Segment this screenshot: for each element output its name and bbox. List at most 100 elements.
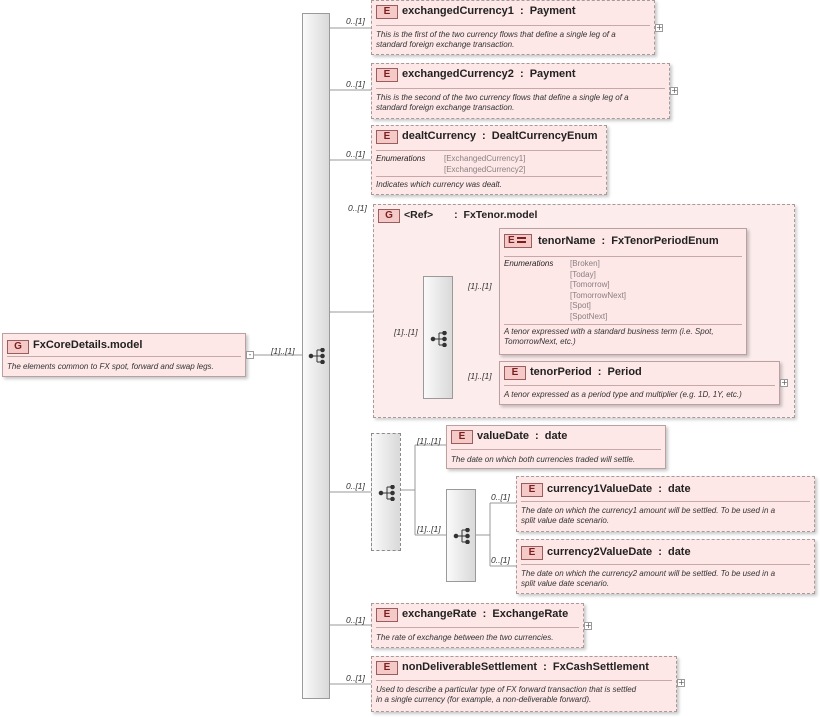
value-date-choice-compositor[interactable] <box>371 433 401 551</box>
simple-type-icon <box>516 237 526 244</box>
element-doc: The date on which both currencies traded… <box>451 455 636 464</box>
doc-line: The date on which the currency2 amount w… <box>521 569 776 578</box>
cardinality-label: [1]..[1] <box>468 371 492 381</box>
doc-line: standard foreign exchange transaction. <box>376 103 515 112</box>
divider <box>376 88 665 89</box>
divider <box>7 356 241 357</box>
element-badge-letter: E <box>508 235 515 246</box>
type-separator: : <box>482 608 487 620</box>
divider <box>451 449 661 450</box>
element-doc: A tenor expressed with a standard busine… <box>504 327 742 347</box>
divider <box>504 256 742 257</box>
cardinality-label: 0..[1] <box>346 673 365 683</box>
element-type: DealtCurrencyEnum <box>491 130 598 142</box>
doc-line: standard foreign exchange transaction. <box>376 40 515 49</box>
element-title: exchangedCurrency1 : Payment <box>402 5 576 17</box>
element-exchanged-currency1[interactable]: E exchangedCurrency1 : Payment This is t… <box>371 0 655 55</box>
enumerations-label: Enumerations <box>504 259 554 268</box>
type-separator: : <box>543 661 547 673</box>
element-title: exchangedCurrency2 : Payment <box>402 68 576 80</box>
element-type: Period <box>607 366 642 378</box>
collapse-icon[interactable]: - <box>246 351 254 359</box>
group-name: FxTenor.model <box>463 209 538 221</box>
sequence-icon <box>430 331 447 347</box>
divider <box>376 627 579 628</box>
cardinality-label: [1]..[1] <box>417 436 441 446</box>
type-separator: : <box>658 546 662 558</box>
enum-value: [ExchangedCurrency2] <box>444 164 526 174</box>
element-badge: E <box>521 483 543 497</box>
doc-line: This is the first of the two currency fl… <box>376 30 616 39</box>
element-type: FxTenorPeriodEnum <box>611 235 719 247</box>
element-doc: The rate of exchange between the two cur… <box>376 633 554 642</box>
element-type: FxCashSettlement <box>552 661 649 673</box>
element-tenor-period[interactable]: E tenorPeriod : Period A tenor expressed… <box>499 361 780 405</box>
doc-line: TomorrowNext, etc.) <box>504 337 576 346</box>
type-separator: : <box>535 430 539 442</box>
expand-icon[interactable]: + <box>677 678 685 687</box>
element-type: date <box>667 546 691 558</box>
main-sequence-compositor[interactable] <box>302 13 330 699</box>
element-name: tenorPeriod <box>530 366 592 378</box>
type-separator: : <box>482 130 486 142</box>
element-non-deliverable-settlement[interactable]: E nonDeliverableSettlement : FxCashSettl… <box>371 656 677 712</box>
sequence-icon <box>453 528 470 544</box>
element-badge: E <box>451 430 473 444</box>
element-badge: E <box>504 366 526 380</box>
element-tenor-name[interactable]: E tenorName : FxTenorPeriodEnum Enumerat… <box>499 228 747 355</box>
element-exchange-rate[interactable]: E exchangeRate : ExchangeRate The rate o… <box>371 603 584 648</box>
expand-icon[interactable]: + <box>655 23 663 32</box>
doc-line: split value date scenario. <box>521 516 610 525</box>
expand-icon[interactable]: + <box>584 621 592 630</box>
type-separator: : <box>658 483 662 495</box>
expand-icon[interactable]: + <box>780 378 788 387</box>
enum-value: [Spot] <box>570 301 591 311</box>
element-type: Payment <box>529 5 576 17</box>
element-exchanged-currency2[interactable]: E exchangedCurrency2 : Payment This is t… <box>371 63 670 119</box>
cardinality-label: 0..[1] <box>491 555 510 565</box>
element-type: Payment <box>529 68 576 80</box>
element-type: ExchangeRate <box>492 608 569 620</box>
ref-tag: <Ref> <box>404 209 434 221</box>
element-value-date[interactable]: E valueDate : date The date on which bot… <box>446 425 666 469</box>
enum-value: [Tomorrow] <box>570 280 610 290</box>
enum-value: [Broken] <box>570 259 600 268</box>
cardinality-label: 0..[1] <box>348 203 367 213</box>
divider <box>504 324 742 325</box>
element-dealt-currency[interactable]: E dealtCurrency : DealtCurrencyEnum Enum… <box>371 125 607 195</box>
divider <box>376 176 602 177</box>
element-doc: A tenor expressed as a period type and m… <box>504 390 742 399</box>
element-title: currency2ValueDate : date <box>547 546 691 558</box>
doc-line: A tenor expressed with a standard busine… <box>504 327 714 336</box>
element-title: valueDate : date <box>477 430 567 442</box>
element-doc: This is the first of the two currency fl… <box>376 30 650 50</box>
expand-icon[interactable]: + <box>670 86 678 95</box>
cardinality-label: [1]..[1] <box>394 327 418 337</box>
divider <box>376 150 602 151</box>
element-doc: Used to describe a particular type of FX… <box>376 685 672 705</box>
element-currency1-value-date[interactable]: E currency1ValueDate : date The date on … <box>516 476 815 532</box>
type-separator: : <box>601 235 606 247</box>
group-badge: G <box>378 209 400 223</box>
element-doc: The date on which the currency2 amount w… <box>521 569 810 589</box>
element-doc: Indicates which currency was dealt. <box>376 180 502 189</box>
element-doc: This is the second of the two currency f… <box>376 93 665 113</box>
fx-tenor-sequence-compositor[interactable] <box>423 276 453 399</box>
root-group-box[interactable]: G FxCoreDetails.model The elements commo… <box>2 333 246 377</box>
split-value-date-sequence-compositor[interactable] <box>446 489 476 582</box>
enum-value: [TomorrowNext] <box>570 290 627 300</box>
cardinality-label: 0..[1] <box>346 481 365 491</box>
enum-value: [ExchangedCurrency1] <box>444 154 526 163</box>
choice-icon <box>378 485 395 501</box>
element-currency2-value-date[interactable]: E currency2ValueDate : date The date on … <box>516 539 815 594</box>
element-name: nonDeliverableSettlement <box>402 661 538 673</box>
sequence-icon <box>308 348 325 364</box>
element-badge: E <box>376 661 398 675</box>
element-badge: E <box>504 234 532 248</box>
divider <box>376 680 672 681</box>
element-type: date <box>667 483 691 495</box>
element-title: tenorPeriod : Period <box>530 366 642 378</box>
element-name: exchangedCurrency1 <box>402 5 514 17</box>
root-group-name: FxCoreDetails.model <box>33 339 143 351</box>
cardinality-label: 0..[1] <box>346 149 365 159</box>
